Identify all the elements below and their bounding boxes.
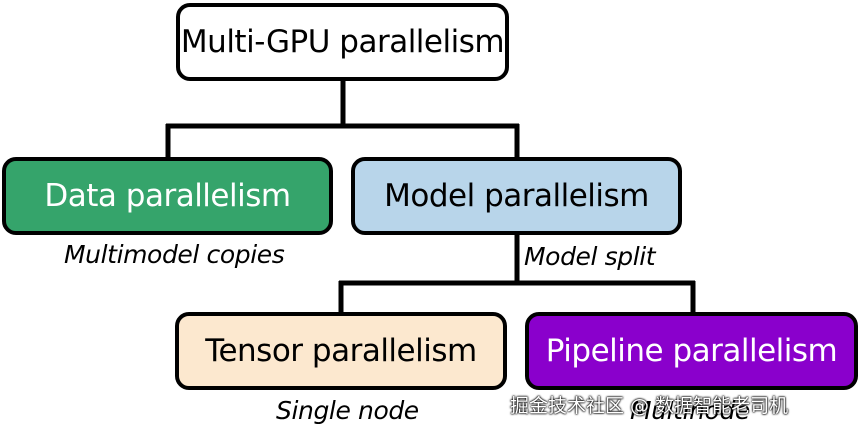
node-label: Tensor parallelism bbox=[205, 333, 477, 369]
watermark-text: 掘金技术社区 @ 数据智能老司机 bbox=[510, 395, 789, 417]
node-multi-gpu-parallelism: Multi-GPU parallelism bbox=[176, 3, 509, 81]
caption-multimodel-copies: Multimodel copies bbox=[64, 240, 285, 269]
node-tensor-parallelism: Tensor parallelism bbox=[175, 312, 507, 390]
caption-single-node: Single node bbox=[276, 396, 419, 425]
caption-model-split: Model split bbox=[524, 242, 656, 271]
node-model-parallelism: Model parallelism bbox=[351, 157, 682, 235]
node-label: Model parallelism bbox=[384, 178, 649, 214]
node-label: Pipeline parallelism bbox=[545, 333, 838, 369]
node-label: Data parallelism bbox=[44, 178, 291, 214]
caption-multinode: Multinode bbox=[630, 396, 750, 425]
node-label: Multi-GPU parallelism bbox=[180, 24, 505, 60]
node-pipeline-parallelism: Pipeline parallelism bbox=[525, 312, 858, 390]
node-data-parallelism: Data parallelism bbox=[2, 157, 333, 235]
